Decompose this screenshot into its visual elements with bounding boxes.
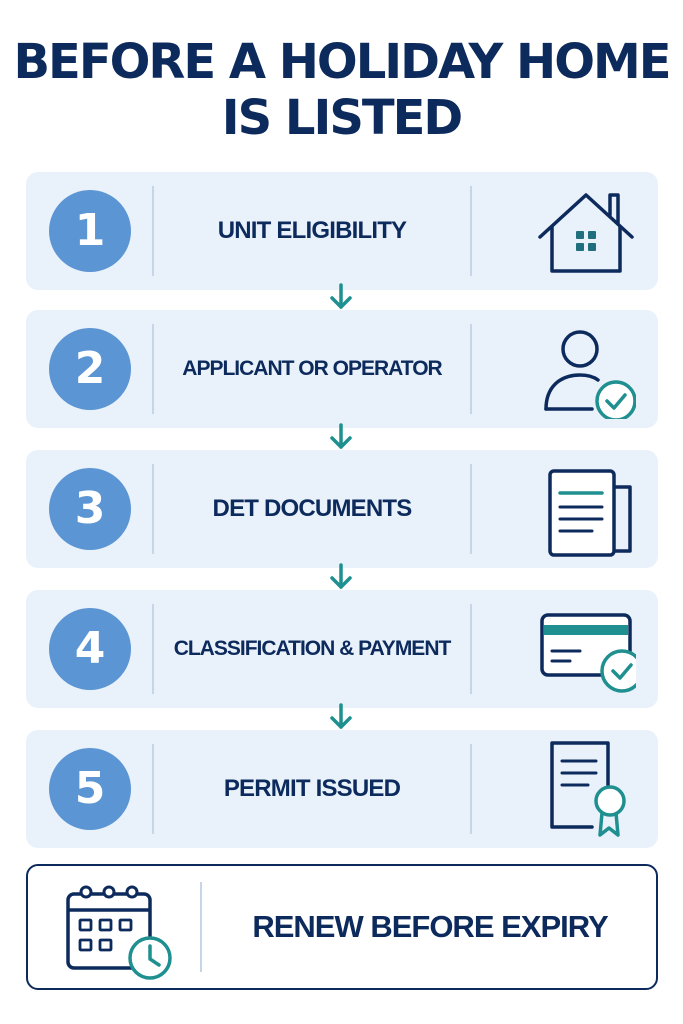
step-label: DET DOCUMENTS (212, 495, 413, 522)
divider (470, 464, 472, 554)
arrow-down-icon (330, 283, 352, 309)
step-card-1: 1 UNIT ELIGIBILITY (26, 172, 658, 290)
person-check-icon (544, 330, 636, 419)
title-line-2: IS LISTED (221, 90, 464, 146)
card-check-icon (540, 613, 636, 693)
step-label: APPLICANT OR OPERATOR (182, 357, 442, 380)
divider (470, 324, 472, 414)
arrow-down-icon (330, 703, 352, 729)
arrow-down-icon (330, 563, 352, 589)
divider (152, 186, 154, 276)
documents-icon (548, 469, 632, 557)
divider (152, 324, 154, 414)
divider (470, 186, 472, 276)
step-label: PERMIT ISSUED (223, 775, 401, 802)
divider (152, 744, 154, 834)
page-title: BEFORE A HOLIDAY HOME IS LISTED (0, 34, 683, 146)
renew-card: RENEW BEFORE EXPIRY (26, 864, 658, 990)
step-number-badge: 5 (49, 748, 131, 830)
divider (470, 604, 472, 694)
house-icon (538, 193, 634, 273)
step-number-badge: 3 (49, 468, 131, 550)
step-number-badge: 2 (49, 328, 131, 410)
step-card-5: 5 PERMIT ISSUED (26, 730, 658, 848)
step-card-4: 4 CLASSIFICATION & PAYMENT (26, 590, 658, 708)
divider (152, 464, 154, 554)
divider (200, 882, 202, 972)
divider (470, 744, 472, 834)
arrow-down-icon (330, 423, 352, 449)
calendar-clock-icon (66, 885, 172, 980)
renew-label: RENEW BEFORE EXPIRY (252, 909, 608, 944)
divider (152, 604, 154, 694)
title-line-1: BEFORE A HOLIDAY HOME (13, 34, 671, 90)
step-label: CLASSIFICATION & PAYMENT (173, 637, 452, 660)
step-number-badge: 1 (49, 190, 131, 272)
step-card-3: 3 DET DOCUMENTS (26, 450, 658, 568)
step-label: UNIT ELIGIBILITY (217, 217, 407, 244)
step-card-2: 2 APPLICANT OR OPERATOR (26, 310, 658, 428)
certificate-icon (550, 741, 626, 837)
step-number-badge: 4 (49, 608, 131, 690)
